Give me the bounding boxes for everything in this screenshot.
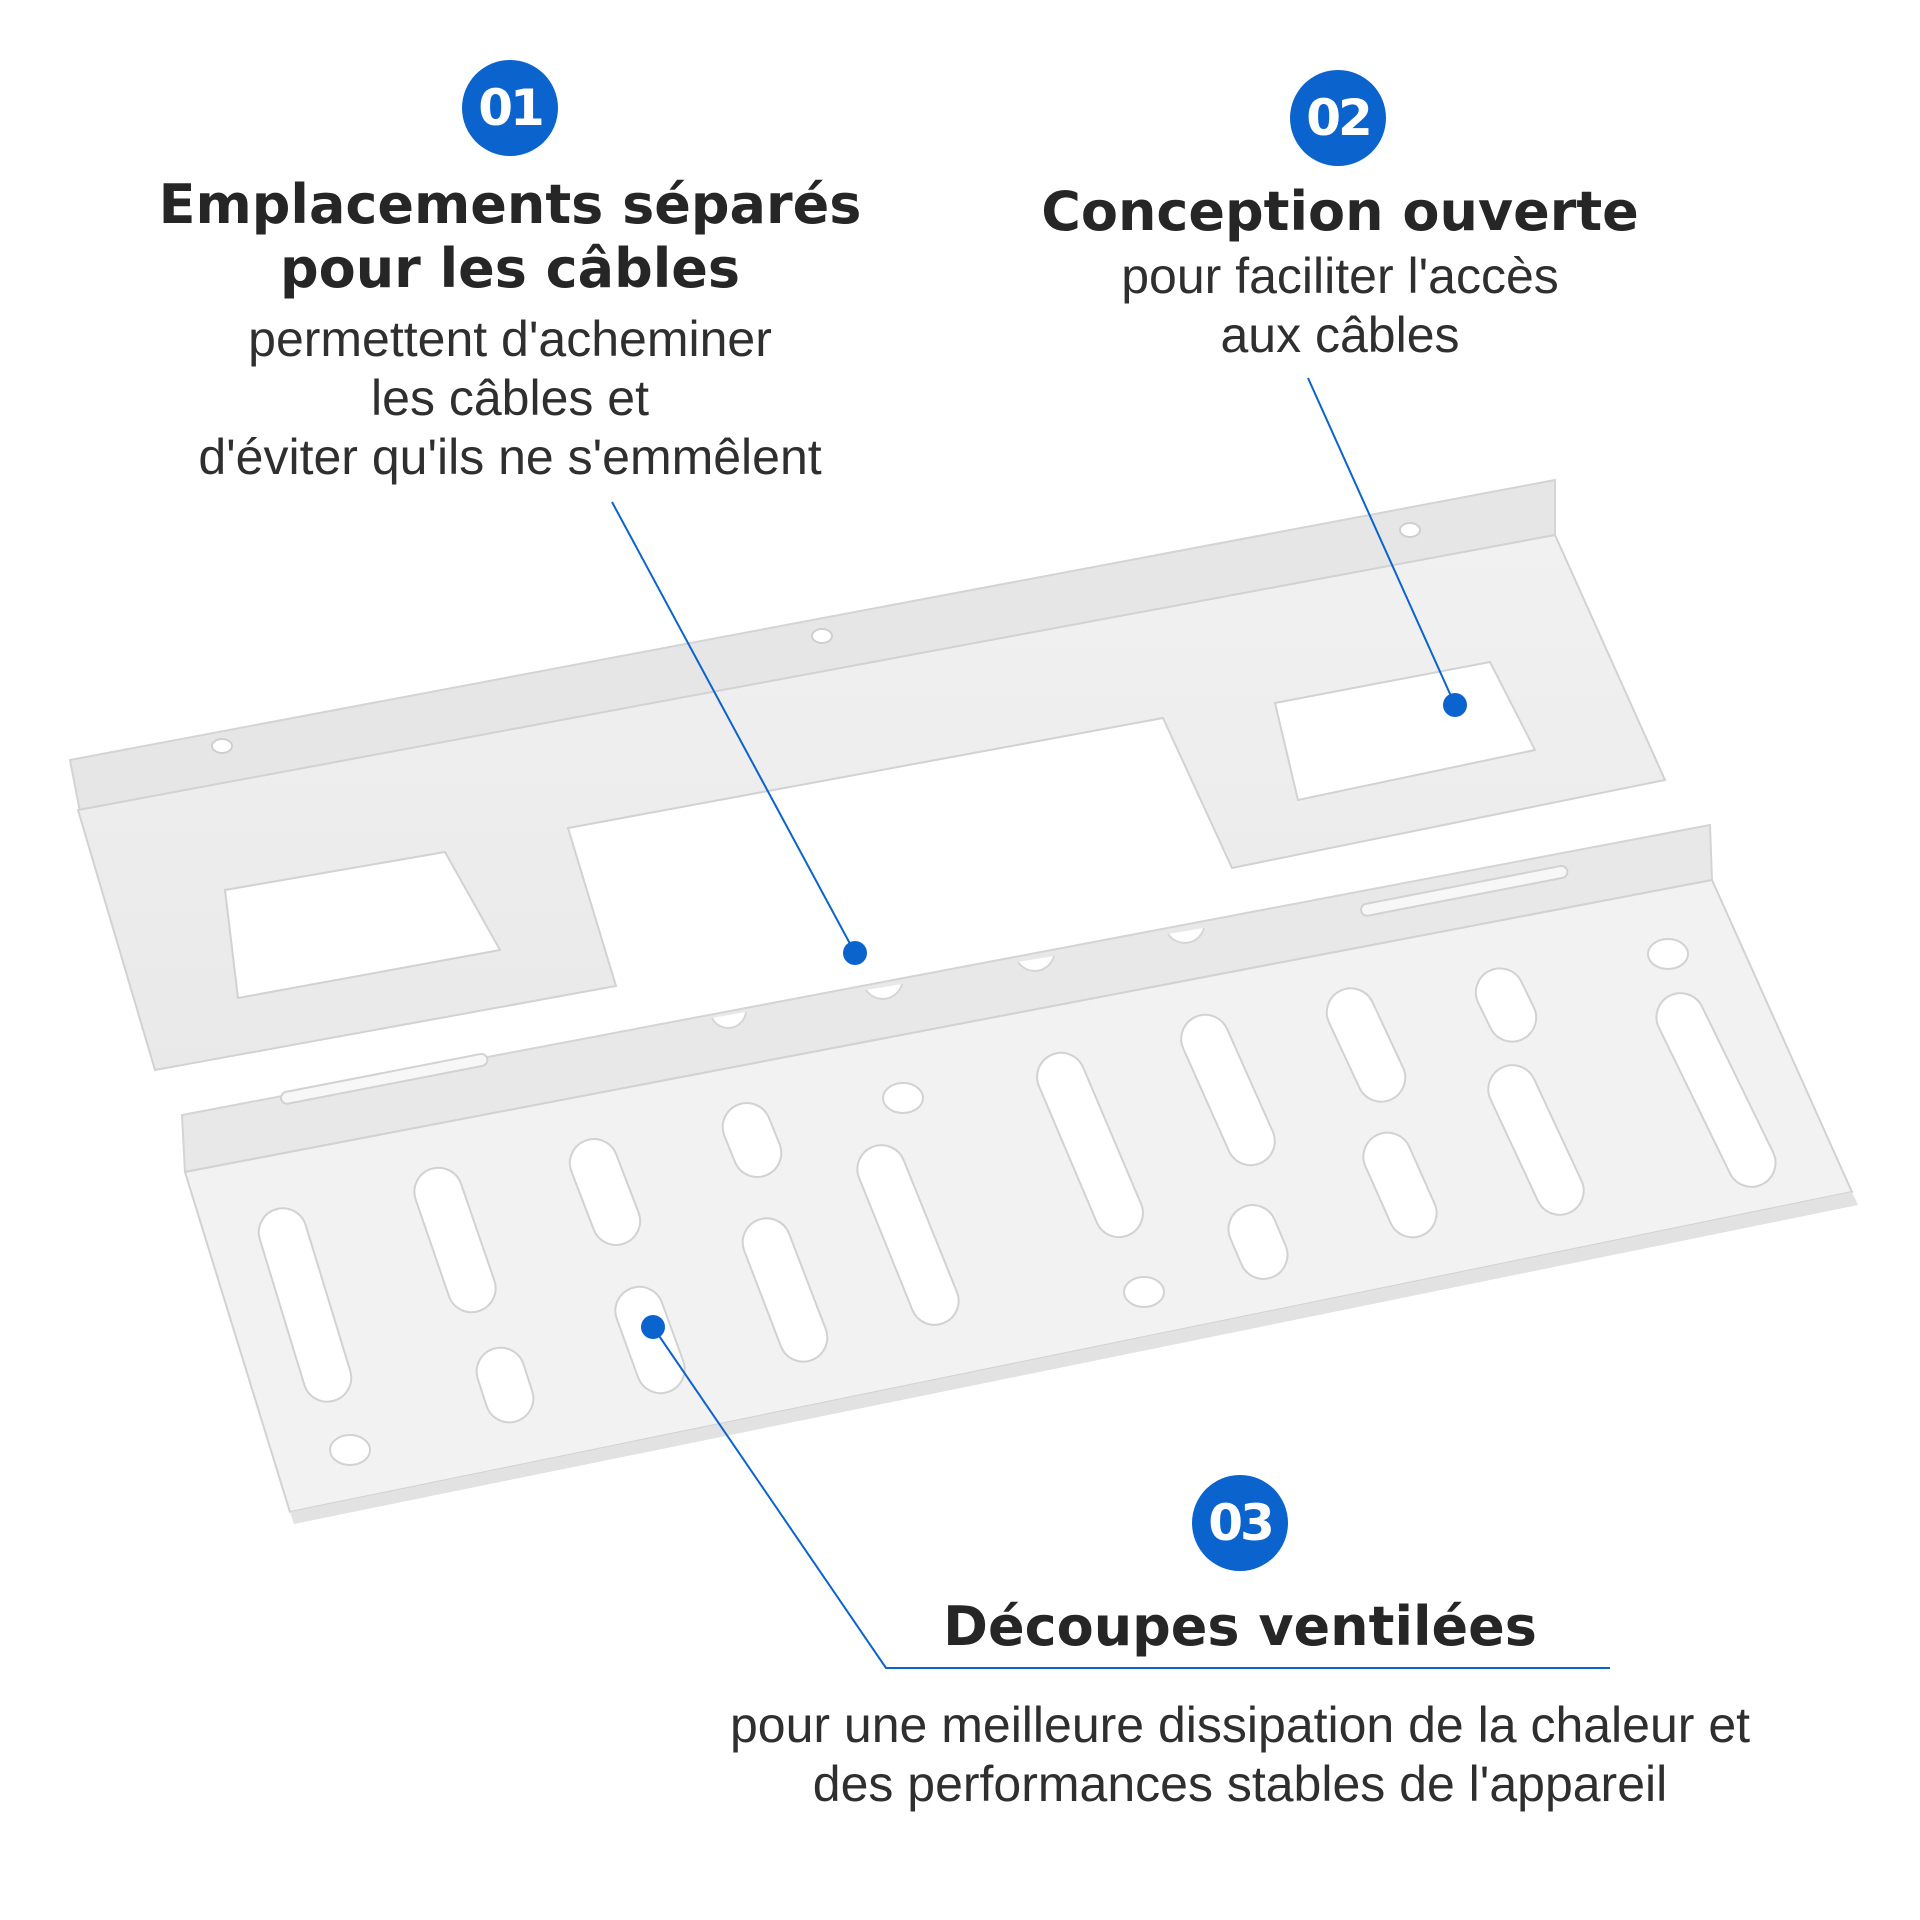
feature-desc-03: pour une meilleure dissipation de la cha… <box>640 1696 1840 1814</box>
feature-title-01: Emplacements séparés pour les câbles <box>110 173 910 301</box>
feature-badge-03: 03 <box>1192 1475 1288 1571</box>
feature-desc-01: permettent d'acheminer les câbles et d'é… <box>110 310 910 487</box>
feature-desc-02: pour faciliter l'accès aux câbles <box>940 247 1740 365</box>
callout-dot-3 <box>641 1315 665 1339</box>
feature-title-02-line-1: Conception ouverte <box>1041 180 1639 243</box>
feature-title-03: Découpes ventilées <box>840 1595 1640 1659</box>
feature-desc-01-line-3: d'éviter qu'ils ne s'emmêlent <box>198 429 822 485</box>
feature-title-01-line-2: pour les câbles <box>279 237 741 300</box>
feature-desc-02-line-1: pour faciliter l'accès <box>1121 248 1559 304</box>
feature-desc-03-line-2: des performances stables de l'appareil <box>812 1756 1668 1812</box>
feature-desc-01-line-1: permettent d'acheminer <box>248 311 772 367</box>
feature-title-03-line-1: Découpes ventilées <box>943 1595 1537 1658</box>
feature-desc-01-line-2: les câbles et <box>371 370 649 426</box>
callout-dot-1 <box>843 941 867 965</box>
feature-badge-01: 01 <box>462 60 558 156</box>
feature-title-02: Conception ouverte <box>940 180 1740 244</box>
feature-badge-02: 02 <box>1290 70 1386 166</box>
upper-bracket <box>68 478 1667 1072</box>
callout-lines <box>611 377 1610 1669</box>
lower-bracket <box>180 823 1858 1524</box>
feature-desc-02-line-2: aux câbles <box>1220 307 1460 363</box>
feature-desc-03-line-1: pour une meilleure dissipation de la cha… <box>729 1697 1751 1753</box>
callout-dot-2 <box>1443 693 1467 717</box>
feature-title-01-line-1: Emplacements séparés <box>158 173 862 236</box>
